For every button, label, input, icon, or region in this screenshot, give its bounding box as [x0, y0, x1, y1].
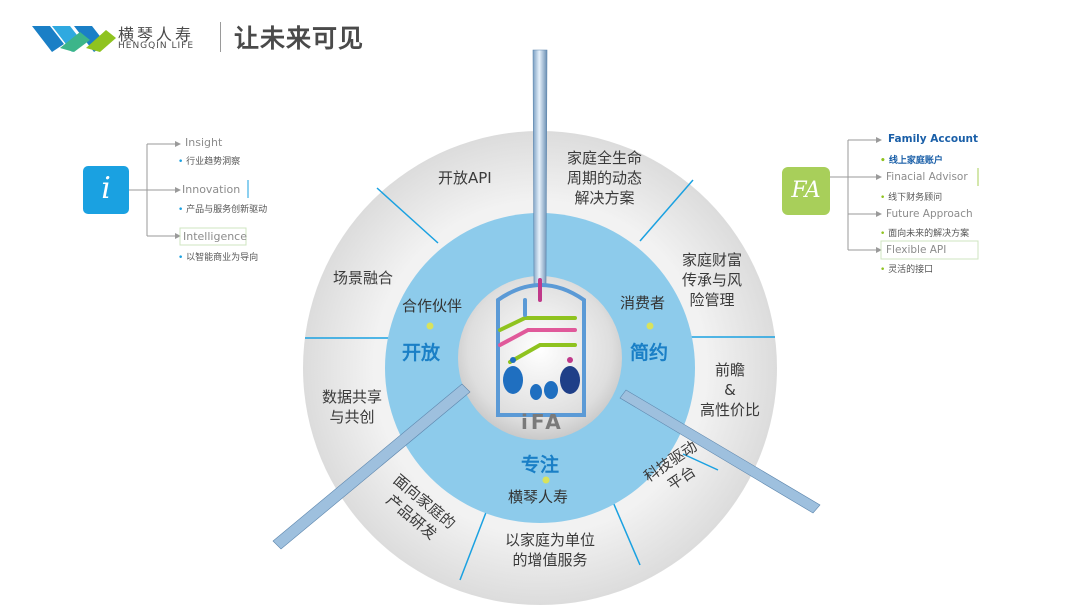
pillar-focus: 专注 — [521, 454, 560, 476]
financial-advisor-sub: • 线下财务顾问 — [880, 193, 943, 203]
insight-title: Insight — [185, 136, 223, 149]
brand-name-en: HENGQIN LIFE — [118, 41, 195, 51]
family-account-sub: • 线上家庭账户 — [880, 156, 943, 166]
bullet-icon: • — [880, 229, 889, 239]
bullet-icon: • — [880, 265, 889, 275]
ring-label-consumers: 消费者 — [620, 294, 666, 312]
innovation-sub: • 产品与服务创新驱动 — [178, 205, 268, 215]
flexible-api-title: Flexible API — [886, 244, 947, 256]
bullet-icon: • — [880, 156, 889, 166]
segment-family-life: 家庭全生命 周期的动态 解决方案 — [567, 149, 643, 207]
insight-sub: • 行业趋势洞察 — [178, 157, 241, 167]
i-badge: i — [83, 166, 129, 214]
future-approach-title: Future Approach — [886, 208, 973, 220]
segment-data-share: 数据共享 与共创 — [322, 388, 383, 426]
segment-open-api: 开放API — [438, 169, 492, 187]
pillar-open: 开放 — [402, 342, 441, 364]
bullet-icon: • — [178, 157, 187, 167]
segment-wealth: 家庭财富 传承与风 险管理 — [682, 251, 743, 309]
fa-badge: FA — [782, 167, 830, 215]
segment-forward: 前瞻 & 高性价比 — [700, 361, 761, 419]
family-account-title: Family Account — [888, 133, 979, 145]
ring-label-partners: 合作伙伴 — [402, 297, 463, 315]
intelligence-title: Intelligence — [183, 230, 248, 243]
center-label: iFA — [521, 410, 564, 434]
intelligence-sub: • 以智能商业为导向 — [178, 253, 259, 263]
ring-label-hengqin: 横琴人寿 — [508, 488, 569, 506]
segment-family-unit: 以家庭为单位 的增值服务 — [505, 531, 596, 569]
pillar-rods — [272, 49, 821, 550]
brand-name-cn: 横琴人寿 — [118, 25, 195, 44]
ifa-house-icon — [496, 278, 586, 417]
pillar-simple: 简约 — [630, 342, 669, 364]
segment-scene: 场景融合 — [333, 269, 394, 287]
innovation-title: Innovation — [182, 183, 241, 196]
bullet-icon: • — [178, 253, 187, 263]
slogan: 让未来可见 — [234, 24, 365, 53]
hengqin-logo-icon — [32, 26, 116, 52]
flexible-api-sub: • 灵活的接口 — [880, 265, 934, 275]
future-approach-sub: • 面向未来的解决方案 — [880, 229, 970, 239]
family-figures-icon — [503, 357, 580, 400]
bullet-icon: • — [880, 193, 889, 203]
financial-advisor-title: Finacial Advisor — [886, 171, 968, 183]
bullet-icon: • — [178, 205, 187, 215]
header-divider — [220, 22, 221, 52]
